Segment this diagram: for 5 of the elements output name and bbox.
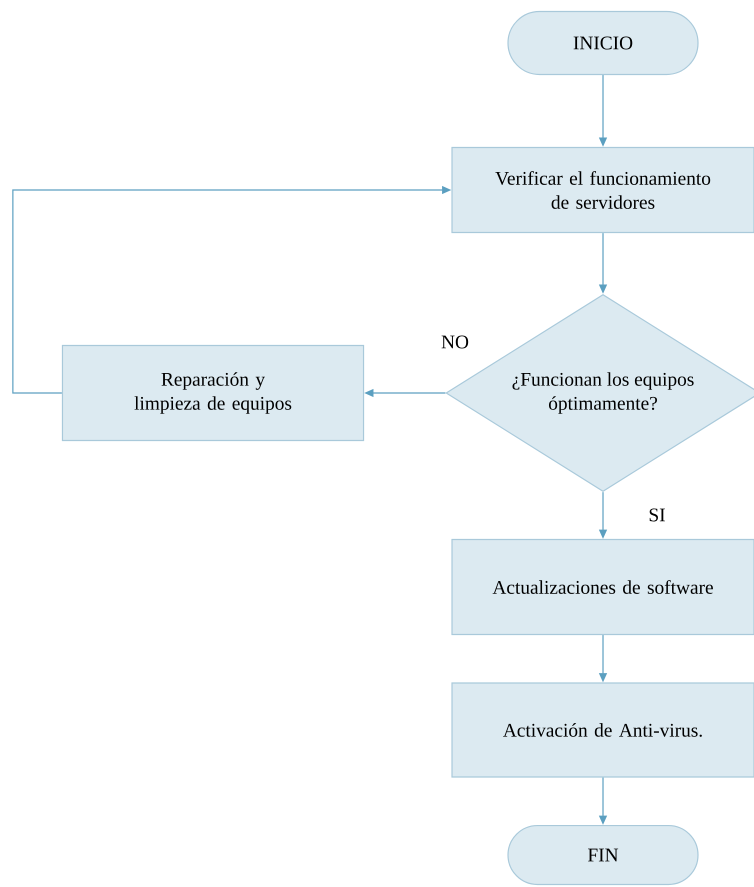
- edge-label: SI: [647, 507, 667, 523]
- process-box: Reparación y limpieza de equipos: [62, 344, 364, 442]
- process-box: Activación de Anti-virus.: [451, 682, 754, 778]
- process-box: Actualizaciones de software: [451, 538, 754, 636]
- process-box: Verificar el funcionamiento de servidores: [451, 146, 754, 234]
